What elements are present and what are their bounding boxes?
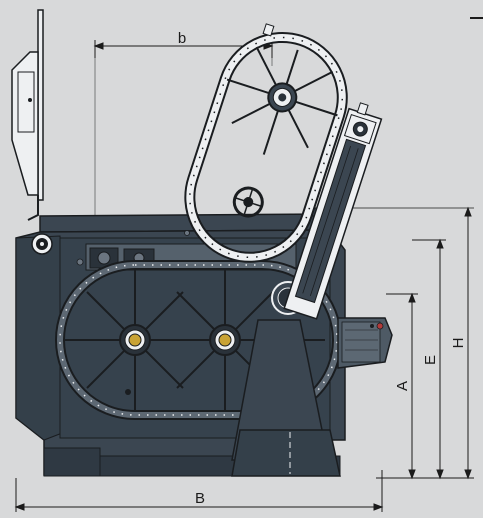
dimension-label-A: A [394, 381, 411, 391]
dimension-label-E: E [422, 355, 439, 365]
dimension-label-b: b [178, 30, 186, 47]
control-panel [337, 317, 393, 369]
dimension-label-B: B [195, 490, 205, 507]
dimension-lines [14, 17, 483, 512]
dimension-label-H: H [450, 338, 467, 349]
left-lid [11, 9, 44, 221]
tilted-chain-assembly [184, 23, 383, 320]
